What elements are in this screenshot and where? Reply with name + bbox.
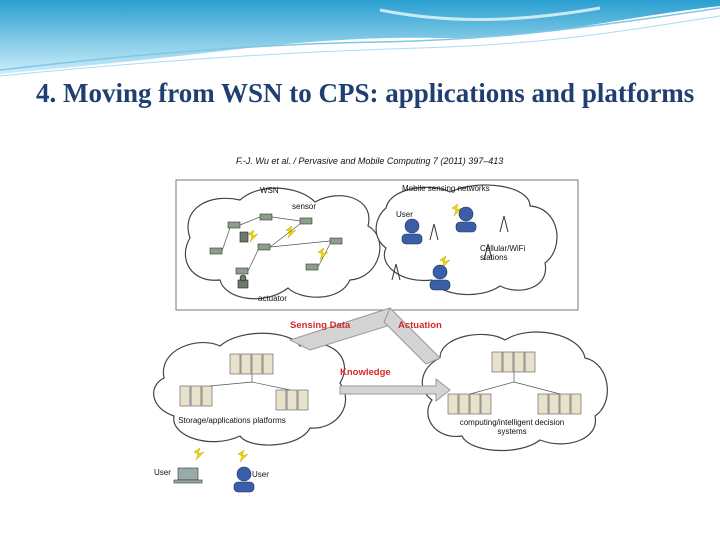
figure-citation: F.-J. Wu et al. / Pervasive and Mobile C… xyxy=(236,156,504,166)
sensor-node xyxy=(257,243,271,251)
storage-platforms-label: Storage/applications platforms xyxy=(178,416,286,425)
sensor-node xyxy=(227,221,241,229)
header-wave xyxy=(0,0,720,77)
user-label-laptop: User xyxy=(154,468,171,477)
wsn-cloud xyxy=(184,187,381,300)
sensor-node xyxy=(329,237,343,245)
lightning-icon xyxy=(439,255,451,269)
user-icon xyxy=(401,206,477,291)
sensor-node xyxy=(299,217,313,225)
lightning-icon xyxy=(237,449,249,463)
sensor-node xyxy=(209,247,223,255)
server-rack-icon xyxy=(179,351,582,415)
actuator-robot-icon xyxy=(237,231,249,289)
lightning-icon xyxy=(285,225,297,239)
laptop-icon xyxy=(173,467,203,484)
user-icon xyxy=(233,466,255,493)
mobile-sensing-label: Mobile sensing networks xyxy=(402,184,490,193)
actuation-label: Actuation xyxy=(398,320,442,331)
arrow-actuation xyxy=(383,307,441,365)
arrow-knowledge xyxy=(339,377,451,403)
knowledge-label: Knowledge xyxy=(340,367,391,378)
computing-cloud xyxy=(421,331,608,451)
user-label-top: User xyxy=(396,210,413,219)
stations-label: Cellular/WiFi stations xyxy=(480,244,526,262)
sensing-data-label: Sensing Data xyxy=(290,320,351,331)
cell-tower-icon xyxy=(391,215,509,281)
computing-systems-label: computing/intelligent decision systems xyxy=(459,418,565,436)
actuator-label: actuator xyxy=(258,294,287,303)
lightning-icon xyxy=(193,447,205,461)
slide-title: 4. Moving from WSN to CPS: applications … xyxy=(36,78,695,108)
cps-diagram xyxy=(153,179,608,493)
lightning-icon xyxy=(317,247,329,261)
sensor-node xyxy=(305,263,319,271)
sensor-node xyxy=(259,213,273,221)
sensor-label: sensor xyxy=(292,202,317,211)
sensor-node xyxy=(235,267,249,275)
lightning-icon xyxy=(247,229,259,243)
user-label-bottom: User xyxy=(252,470,269,479)
mobile-cloud xyxy=(375,184,558,296)
cps-figure: WSN sensor actuator Mobile sensing netwo… xyxy=(140,168,620,508)
storage-cloud xyxy=(153,332,347,446)
wsn-label: WSN xyxy=(260,186,279,195)
